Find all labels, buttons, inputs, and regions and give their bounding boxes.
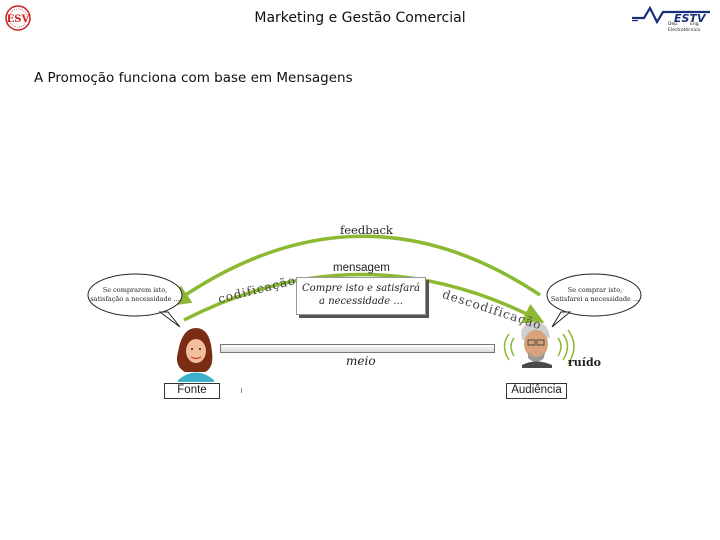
message-text-line2: a necessidade ...	[319, 296, 403, 307]
audience-thought-line2: Satisfarei a necessidade ...	[550, 295, 640, 303]
small-mark	[241, 388, 242, 393]
svg-text:ESTV: ESTV	[674, 12, 707, 25]
channel-bar	[220, 344, 495, 353]
estv-logo: ESTV	[632, 5, 710, 25]
svg-text:ESV: ESV	[7, 14, 30, 25]
source-thought-bubble	[87, 273, 183, 328]
source-thought-line2: satisfação a necessidade ...	[90, 295, 180, 303]
audience-thought-bubble	[546, 273, 642, 328]
message-label: mensagem	[333, 262, 390, 274]
channel-label: meio	[346, 354, 376, 368]
noise-label: ruído	[568, 356, 601, 369]
audience-thought-line1: Se comprar isto,	[567, 286, 623, 294]
audience-thought-text: Se comprar isto, Satisfarei a necessidad…	[549, 286, 641, 304]
feedback-label: feedback	[340, 223, 393, 237]
dept-label: Dep.	[668, 22, 679, 27]
source-thought-line1: Se comprarem isto,	[102, 286, 168, 294]
feedback-arrow	[169, 234, 541, 306]
eng-label: Eng.	[690, 22, 700, 27]
noise-waves-icon	[503, 329, 575, 365]
source-thought-text: Se comprarem isto, satisfação a necessid…	[90, 286, 180, 304]
header-title: Marketing e Gestão Comercial	[254, 10, 466, 26]
message-text-line1: Compre isto e satisfará	[302, 283, 420, 294]
university-logo: ESV	[5, 5, 31, 31]
audience-box: Audiência	[506, 383, 567, 399]
message-arrow	[183, 272, 545, 323]
audience-person-icon	[521, 321, 552, 368]
section-title: A Promoção funciona com base em Mensagen…	[34, 70, 353, 86]
source-box: Fonte	[164, 383, 220, 399]
electro-label: Electrotécnica	[668, 28, 700, 33]
message-box: Compre isto e satisfará a necessidade ..…	[296, 277, 426, 315]
source-person-icon	[176, 328, 214, 382]
